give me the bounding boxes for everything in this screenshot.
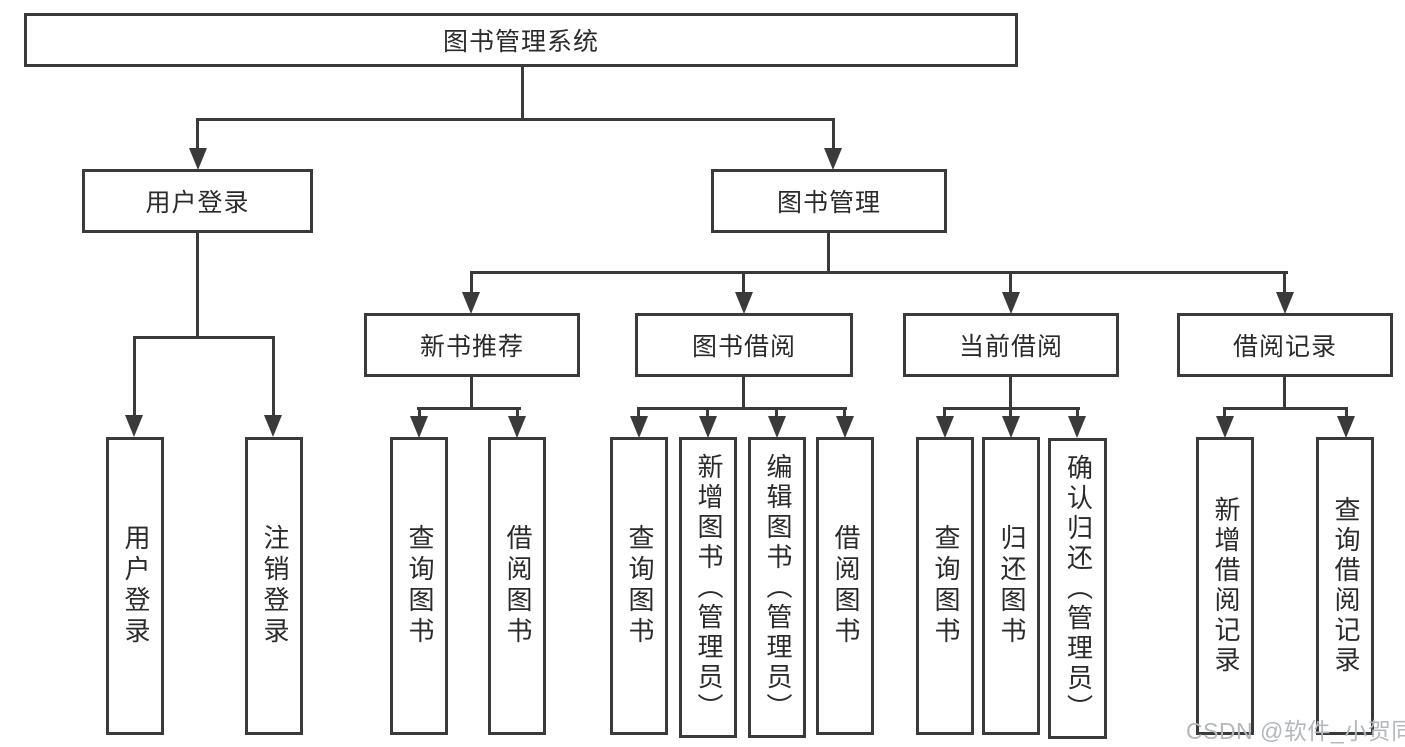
arrow-down-icon [936,416,954,438]
leaf-nb-borrow-books: 借阅图书 [488,437,546,735]
arrow-down-icon [189,148,207,170]
connector-line [742,377,745,410]
arrow-down-icon [630,416,648,438]
connector-line [832,118,835,150]
leaf-cb-confirm-return-admin: 确认归还（管理员） [1048,438,1107,739]
arrow-down-icon [1276,292,1294,314]
leaf-label: 查询借阅记录 [1330,496,1361,676]
arrow-down-icon [824,148,842,170]
leaf-bb-borrow-books: 借阅图书 [816,437,874,735]
leaf-label: 借阅图书 [830,524,861,648]
connector-line [521,67,524,120]
connector-line [637,407,847,410]
connector-line [637,407,640,418]
leaf-bb-add-book-admin: 新增图书（管理员） [679,437,737,738]
connector-line [1009,271,1012,295]
leaf-label: 确认归还（管理员） [1063,453,1094,724]
connector-line [1076,407,1079,418]
arrow-down-icon [1216,416,1234,438]
leaf-nb-query-books: 查询图书 [390,437,448,735]
arrow-down-icon [836,416,854,438]
leaf-label: 归还图书 [996,524,1027,648]
leaf-cb-query-books: 查询图书 [916,437,974,735]
leaf-logout: 注销登录 [245,437,303,735]
leaf-label: 新增借阅记录 [1210,496,1241,676]
node-new-book-recommend: 新书推荐 [364,313,580,377]
node-book-management: 图书管理 [711,169,947,233]
arrow-down-icon [1002,416,1020,438]
leaf-bb-query-books: 查询图书 [610,437,668,735]
connector-line [470,377,473,410]
leaf-br-query-record: 查询借阅记录 [1316,437,1374,735]
connector-line [943,407,946,418]
connector-line [196,233,199,338]
arrow-down-icon [125,415,143,437]
leaf-label: 编辑图书（管理员） [762,452,793,723]
connector-line [1009,407,1012,418]
connector-line [1283,271,1286,295]
watermark: CSDN @软件_小贺同学 [1186,718,1405,744]
node-user-login: 用户登录 [82,169,313,233]
arrow-down-icon [410,416,428,438]
connector-line [196,118,199,150]
connector-line [272,336,275,418]
arrow-down-icon [1068,416,1086,438]
connector-line [417,407,521,410]
node-library-system: 图书管理系统 [24,13,1018,67]
leaf-label: 查询图书 [404,524,435,648]
leaf-label: 查询图书 [930,524,961,648]
connector-line [133,336,136,418]
leaf-label: 查询图书 [624,524,655,648]
node-book-borrowing: 图书借阅 [635,313,853,377]
arrow-down-icon [264,415,282,437]
leaf-label: 借阅图书 [502,524,533,648]
connector-line [742,271,745,295]
connector-line [1283,377,1286,410]
connector-line [843,407,846,418]
arrow-down-icon [462,292,480,314]
connector-line [133,336,275,339]
connector-line [1009,377,1012,410]
connector-line [827,233,830,274]
leaf-user-login: 用户登录 [106,437,164,735]
leaf-br-add-record: 新增借阅记录 [1196,437,1254,735]
arrow-down-icon [768,416,786,438]
node-current-borrowing: 当前借阅 [903,313,1119,377]
leaf-label: 新增图书（管理员） [693,452,724,723]
leaf-cb-return-books: 归还图书 [982,437,1040,735]
arrow-down-icon [735,292,753,314]
arrow-down-icon [699,416,717,438]
connector-line [1345,407,1348,418]
connector-line [1223,407,1226,418]
leaf-label: 注销登录 [259,524,290,648]
connector-line [470,271,1288,274]
connector-line [418,407,421,418]
connector-line [775,407,778,418]
arrow-down-icon [1002,292,1020,314]
node-borrowing-records: 借阅记录 [1177,313,1393,377]
connector-line [516,407,519,418]
leaf-bb-edit-book-admin: 编辑图书（管理员） [748,437,806,738]
arrow-down-icon [508,416,526,438]
arrow-down-icon [1337,416,1355,438]
connector-line [706,407,709,418]
connector-line [470,271,473,295]
connector-line [196,118,835,121]
connector-line [1223,407,1348,410]
leaf-label: 用户登录 [120,524,151,648]
